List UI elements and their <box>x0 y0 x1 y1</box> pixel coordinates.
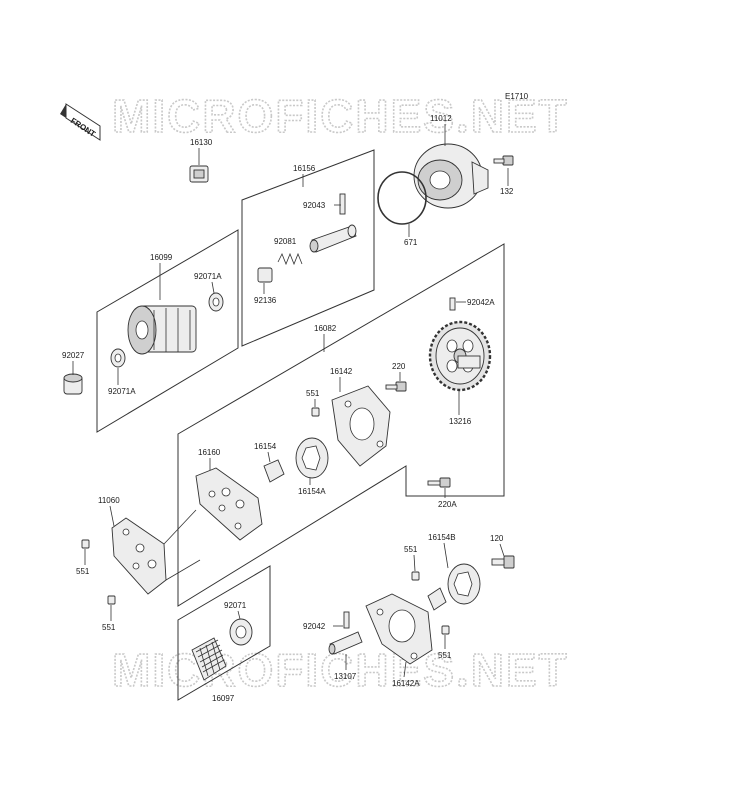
label-16097: 16097 <box>212 694 235 703</box>
spring-92081 <box>277 252 303 266</box>
dowel-551-d <box>411 571 420 581</box>
label-551-a: 551 <box>306 389 320 398</box>
label-551-c: 551 <box>102 623 116 632</box>
oil-filter-16099 <box>127 305 197 355</box>
valve-16156 <box>309 224 357 253</box>
diagram-code: E1710 <box>505 92 529 101</box>
label-13107: 13107 <box>334 672 357 681</box>
box-16097 <box>177 565 271 701</box>
watermark-bottom: MICROFICHES.NET <box>112 644 569 696</box>
box-16099 <box>96 229 239 433</box>
label-16156: 16156 <box>293 164 316 173</box>
o-ring-92071A-top <box>208 292 224 312</box>
label-92027: 92027 <box>62 351 85 360</box>
label-16160: 16160 <box>198 448 221 457</box>
label-92081: 92081 <box>274 237 297 246</box>
plate-16160 <box>195 467 263 541</box>
pump-cover-11012 <box>413 143 489 209</box>
inner-rotor-16154B <box>427 587 447 611</box>
label-92043: 92043 <box>303 201 326 210</box>
label-16082: 16082 <box>314 324 337 333</box>
label-551-b: 551 <box>76 567 90 576</box>
outer-rotor-16154B <box>447 563 481 605</box>
label-92042: 92042 <box>303 622 326 631</box>
label-220: 220 <box>392 362 406 371</box>
dowel-551-a <box>311 407 320 417</box>
dowel-551-c <box>107 595 116 605</box>
pump-body-16142 <box>331 385 391 467</box>
o-ring-671 <box>377 171 427 225</box>
fitting-16130 <box>189 165 209 183</box>
plug-92027 <box>63 373 83 395</box>
box-16156 <box>241 149 375 347</box>
label-551-d: 551 <box>404 545 418 554</box>
o-ring-92071A-bottom <box>110 348 126 368</box>
outer-rotor-16154A <box>295 437 329 479</box>
collar-92136 <box>257 267 273 283</box>
inner-rotor-16154 <box>263 459 285 483</box>
label-16130: 16130 <box>190 138 213 147</box>
pump-body-16142A <box>365 593 433 665</box>
bolt-220A <box>427 477 451 488</box>
plate-11060 <box>111 517 167 595</box>
gear-13216 <box>428 320 492 392</box>
label-132: 132 <box>500 187 514 196</box>
dowel-551-e <box>441 625 450 635</box>
bolt-220 <box>385 381 407 392</box>
o-ring-92071 <box>229 618 253 646</box>
label-16154A: 16154A <box>298 487 326 496</box>
bolt-132 <box>493 155 514 166</box>
oil-strainer-16097 <box>191 637 227 681</box>
label-11012: 11012 <box>430 114 452 123</box>
label-671: 671 <box>404 238 418 247</box>
front-arrow-icon: FRONT <box>60 103 101 141</box>
dowel-551-b <box>81 539 90 549</box>
label-551-e: 551 <box>438 651 452 660</box>
label-16154: 16154 <box>254 442 277 451</box>
label-16099: 16099 <box>150 253 173 262</box>
screw-120 <box>491 555 515 569</box>
label-11060: 11060 <box>98 496 120 505</box>
pin-92042A <box>449 297 456 311</box>
box-16082 <box>177 243 505 607</box>
label-92136: 92136 <box>254 296 277 305</box>
label-13216: 13216 <box>449 417 472 426</box>
label-220A: 220A <box>438 500 457 509</box>
label-16154B: 16154B <box>428 533 456 542</box>
label-16142: 16142 <box>330 367 353 376</box>
label-120: 120 <box>490 534 504 543</box>
label-16142A: 16142A <box>392 679 420 688</box>
label-92042A: 92042A <box>467 298 495 307</box>
pin-92043 <box>339 193 346 215</box>
label-92071: 92071 <box>224 601 247 610</box>
shaft-13107 <box>328 631 363 655</box>
label-92071A-bottom: 92071A <box>108 387 136 396</box>
pin-92042 <box>343 611 350 629</box>
label-92071A-top: 92071A <box>194 272 222 281</box>
watermark-top: MICROFICHES.NET <box>112 90 569 142</box>
